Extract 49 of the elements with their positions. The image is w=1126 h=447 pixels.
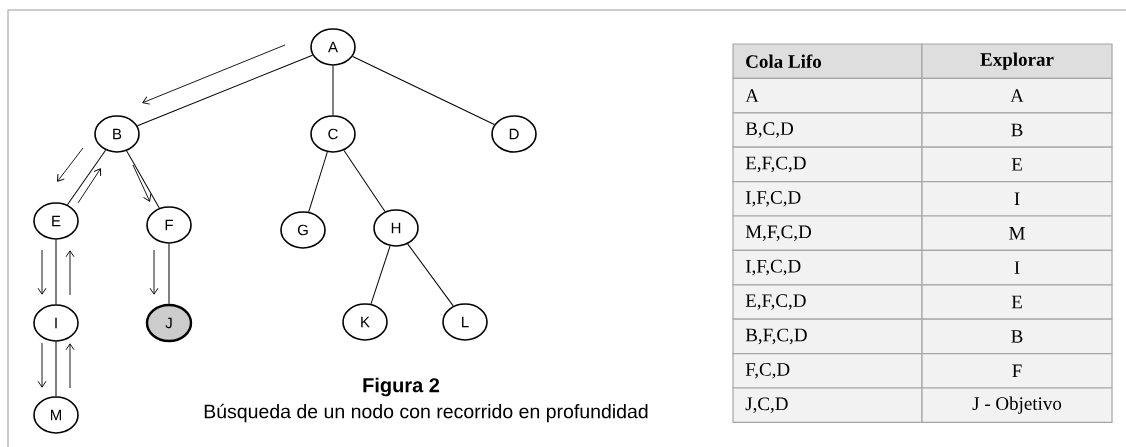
tree-edge (407, 243, 454, 307)
tree-node: A (310, 28, 356, 66)
table-cell: I,F,C,D (732, 249, 923, 286)
tree-node: I (33, 304, 79, 342)
table-cell: A (732, 77, 923, 114)
tree-edge (55, 341, 57, 397)
tree-edge (126, 150, 160, 209)
tree-edge (308, 151, 328, 213)
tree-node: M (33, 396, 79, 434)
tree-node: G (280, 211, 326, 249)
table-cell: J - Objetivo (921, 387, 1113, 423)
tree-node: L (442, 303, 488, 341)
table-cell: M,F,C,D (732, 215, 923, 251)
tree-edge (370, 245, 391, 305)
table-cell: E (921, 284, 1113, 320)
tree-edge (343, 149, 386, 213)
table-cell: I (921, 181, 1113, 217)
table-cell: F,C,D (732, 353, 923, 389)
figure-title: Figura 2 (363, 377, 440, 397)
tree-edge (352, 55, 495, 126)
table-cell: M (921, 215, 1113, 251)
table-cell: A (921, 77, 1113, 114)
figure-caption: Búsqueda de un nodo con recorrido en profundidad (204, 403, 648, 423)
tree-edge (332, 65, 334, 116)
table-cell: B (921, 112, 1113, 148)
tree-edge (137, 54, 313, 127)
table-cell: E,F,C,D (732, 284, 923, 320)
tree-node: E (33, 202, 79, 240)
table-cell: B,C,D (732, 112, 923, 148)
goal-node: J (145, 303, 193, 343)
header-cell: Cola Lifo (732, 43, 923, 79)
tree-edge (168, 243, 170, 305)
tree-node: H (373, 209, 419, 247)
table-cell: E,F,C,D (732, 146, 923, 183)
table-cell: B,F,C,D (732, 318, 923, 355)
table-cell: E (921, 146, 1113, 183)
table-cell: I (921, 249, 1113, 286)
tree-node: B (94, 115, 140, 153)
table-cell: F (921, 353, 1113, 389)
tree-node: D (491, 115, 537, 153)
tree-edge (55, 239, 57, 305)
table-cell: I,F,C,D (732, 181, 923, 217)
table-cell: B (921, 318, 1113, 355)
header-cell: Explorar (921, 43, 1113, 79)
tree-node: K (342, 303, 388, 341)
table-cell: J,C,D (732, 387, 923, 423)
tree-edge (66, 149, 107, 206)
tree-node: F (146, 206, 192, 244)
tree-node: C (310, 115, 356, 153)
